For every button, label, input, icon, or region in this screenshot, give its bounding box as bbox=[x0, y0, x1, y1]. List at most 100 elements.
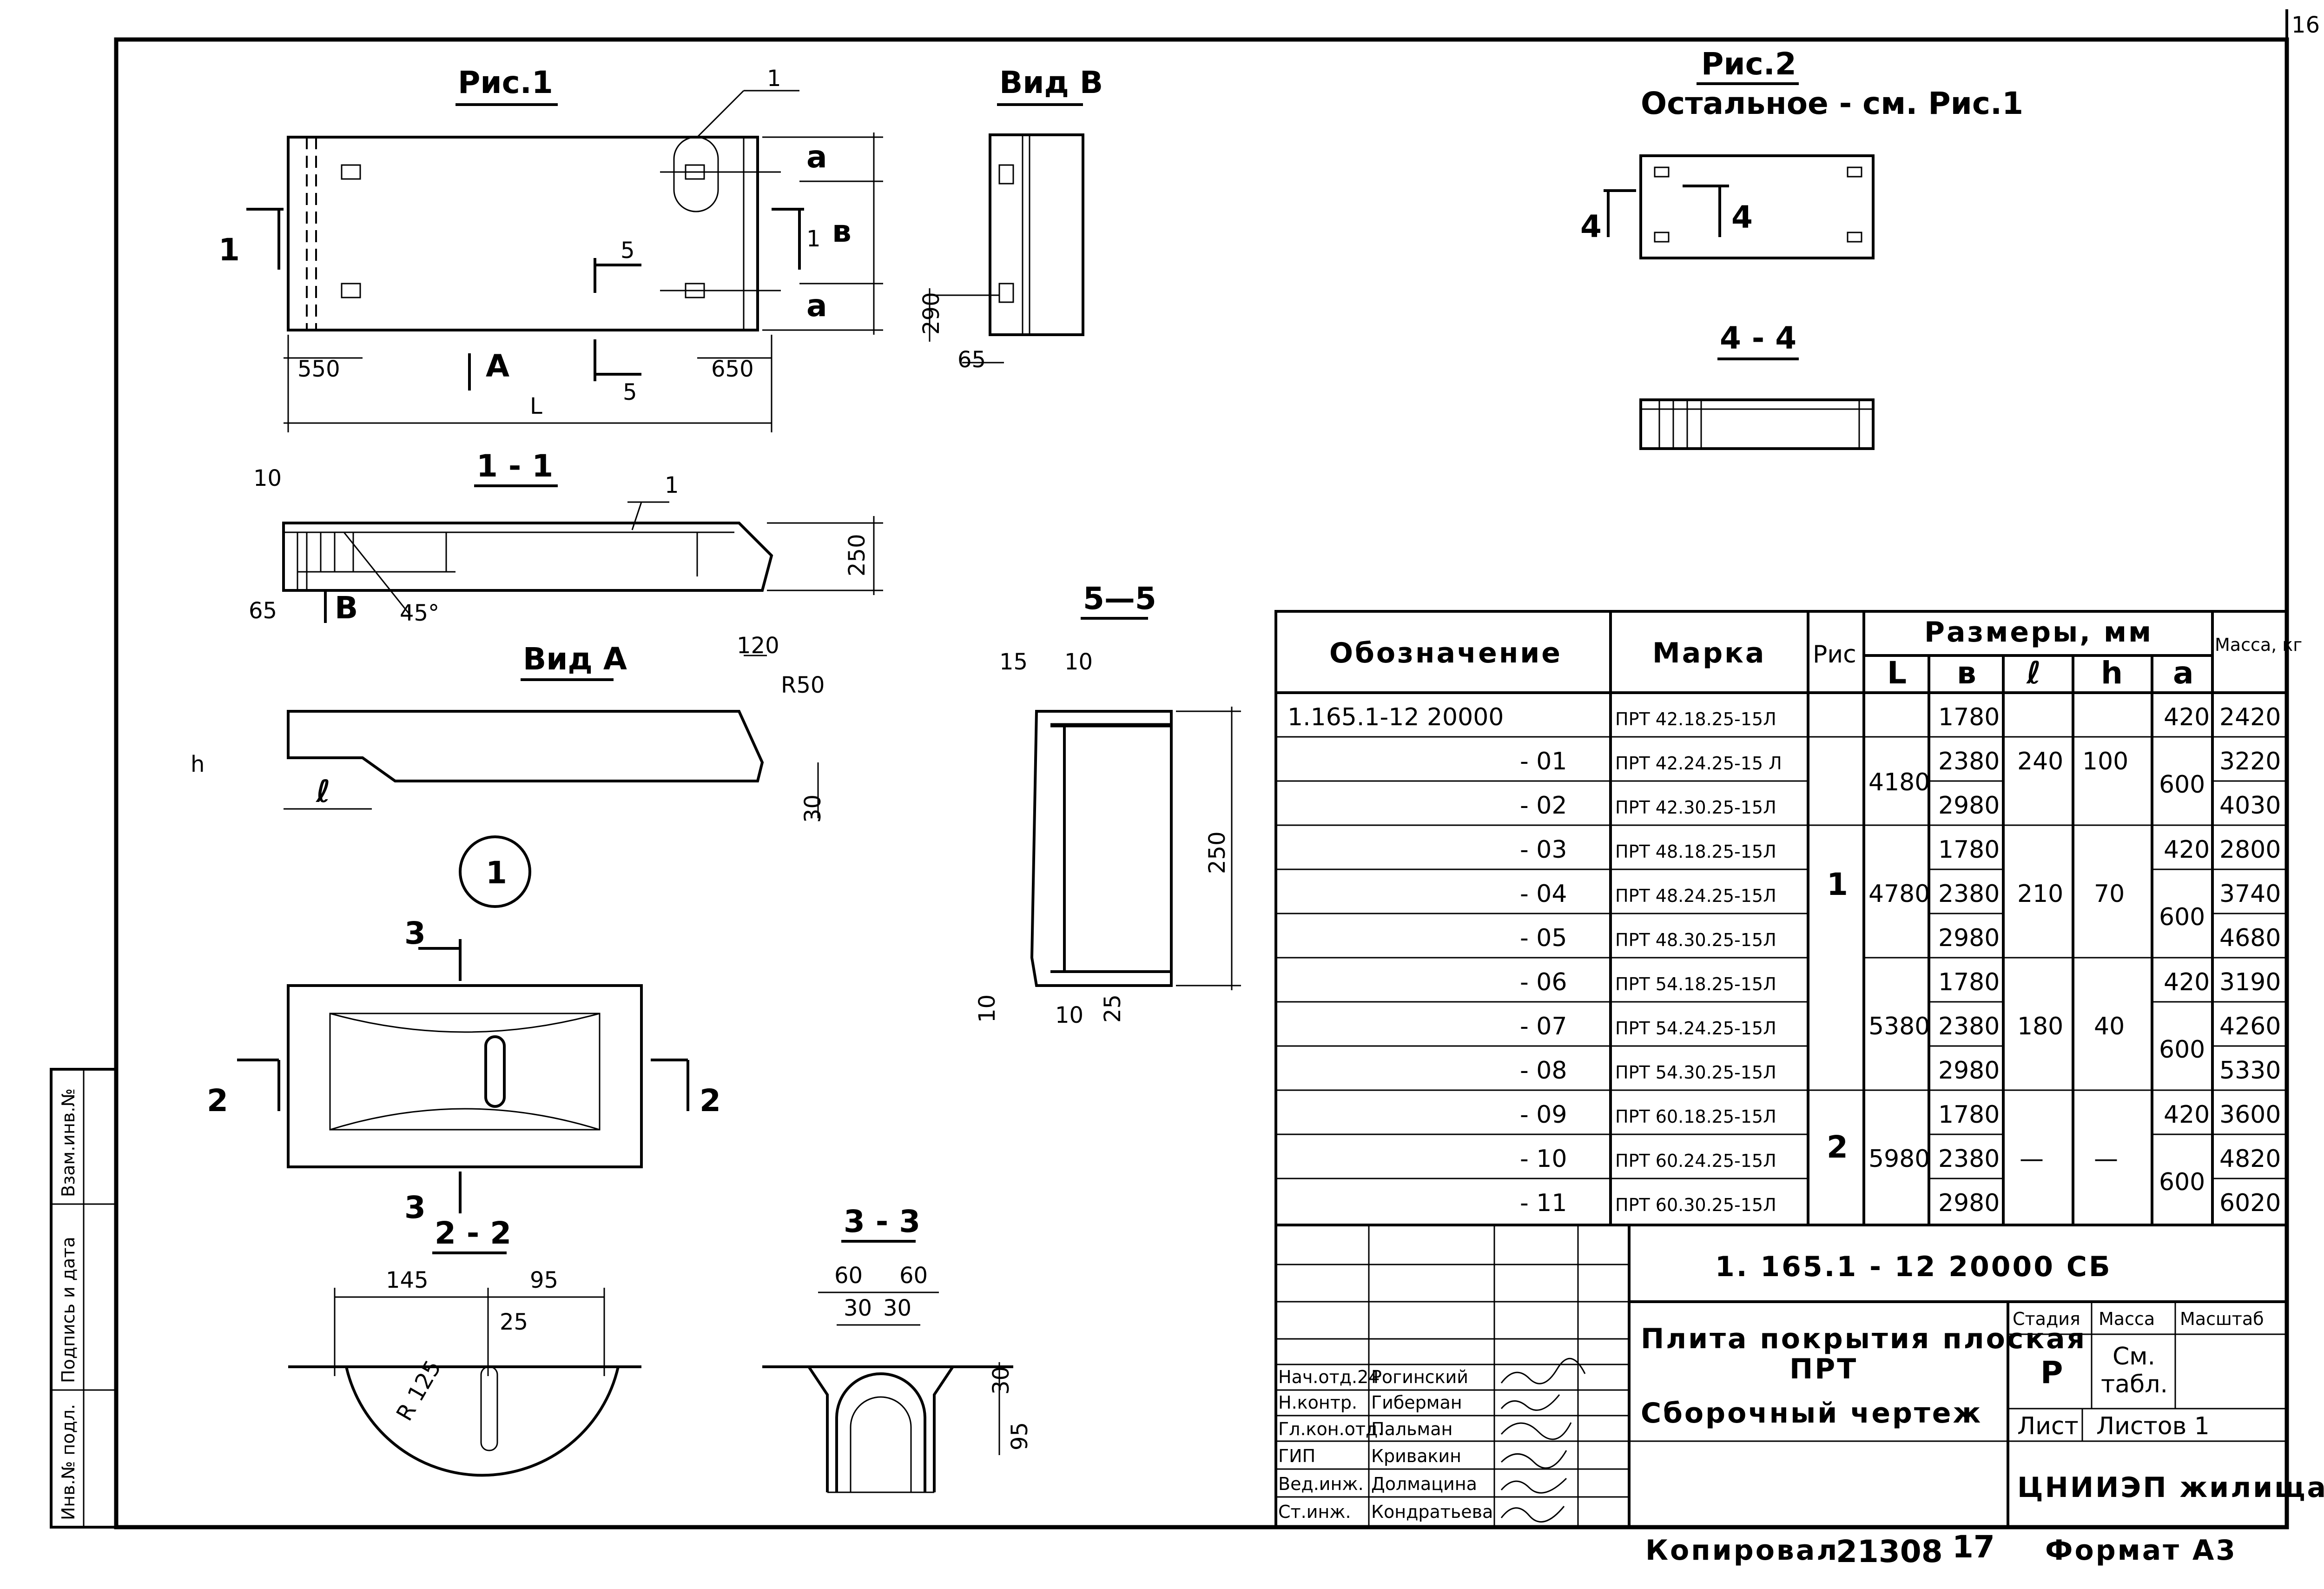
group-0-h: 100 bbox=[2082, 748, 2128, 775]
sec-5-5-title: 5—5 bbox=[1083, 581, 1156, 616]
staff-1-role: Н.контр. bbox=[1278, 1392, 1357, 1413]
callout-1-sec: 1 bbox=[665, 472, 679, 498]
staff-5-name: Кондратьева bbox=[1371, 1502, 1493, 1522]
group-2-h: 40 bbox=[2094, 1013, 2125, 1040]
dim-10-sec11: 10 bbox=[253, 465, 282, 491]
doc-name-line2: ПРТ bbox=[1789, 1353, 1858, 1385]
mass-label: Масса bbox=[2099, 1309, 2155, 1329]
staff-5-role: Ст.инж. bbox=[1278, 1502, 1351, 1522]
fig2-title: Рис.2 bbox=[1701, 46, 1796, 82]
hdr-mass: Масса, кг bbox=[2215, 635, 2302, 655]
scale-label: Масштаб bbox=[2180, 1309, 2264, 1329]
row-6-mass: 3190 bbox=[2219, 968, 2281, 996]
row-7-mass: 4260 bbox=[2219, 1013, 2281, 1040]
row-9-designation: - 09 bbox=[1520, 1101, 1567, 1129]
footer: Копировал 21308 17 Формат А3 bbox=[1645, 1529, 2235, 1569]
cut-1-right: 1 bbox=[806, 226, 821, 252]
row-10-mark: ПРТ 60.24.25-15Л bbox=[1615, 1151, 1776, 1171]
dim-120: 120 bbox=[737, 633, 779, 659]
row-9-a: 420 bbox=[2164, 1101, 2210, 1129]
dim-R50: R50 bbox=[781, 672, 825, 698]
fig1-title: Рис.1 bbox=[458, 65, 553, 100]
footer-copy-no: 21308 bbox=[1836, 1534, 1943, 1569]
row-3-b: 1780 bbox=[1938, 836, 2000, 864]
staff-4-role: Вед.инж. bbox=[1278, 1474, 1364, 1494]
group-2-a600: 600 bbox=[2159, 1036, 2205, 1064]
row-3-designation: - 03 bbox=[1520, 836, 1567, 864]
row-2-mass: 4030 bbox=[2219, 792, 2281, 820]
row-9-b: 1780 bbox=[1938, 1101, 2000, 1129]
dim-30-sec33: 30 bbox=[988, 1366, 1014, 1395]
row-5-mass: 4680 bbox=[2219, 924, 2281, 952]
mass-value-2: табл. bbox=[2101, 1371, 2168, 1398]
staff-0-name: Рогинский bbox=[1371, 1367, 1468, 1387]
sec-4-4-title: 4 - 4 bbox=[1720, 320, 1796, 356]
row-11-mass: 6020 bbox=[2219, 1189, 2281, 1217]
cut-1-left: 1 bbox=[218, 232, 240, 268]
row-9-mass: 3600 bbox=[2219, 1101, 2281, 1129]
row-3-a: 420 bbox=[2164, 836, 2210, 864]
signature-0 bbox=[1500, 1357, 1586, 1384]
dim-250-sec55: 250 bbox=[1204, 831, 1230, 874]
row-10-designation: - 10 bbox=[1520, 1145, 1567, 1173]
row-2-mark: ПРТ 42.30.25-15Л bbox=[1615, 797, 1776, 818]
dim-250-sec11: 250 bbox=[844, 534, 870, 576]
hdr-h: h bbox=[2101, 655, 2123, 691]
section-1-1: 1 - 1 1 10 65 В 45° 250 bbox=[249, 448, 883, 626]
row-3-mass: 2800 bbox=[2219, 836, 2281, 864]
row-8-mass: 5330 bbox=[2219, 1057, 2281, 1085]
mass-value-1: См. bbox=[2113, 1343, 2155, 1371]
signature-5 bbox=[1500, 1506, 1565, 1523]
sec-2-2-title: 2 - 2 bbox=[435, 1215, 511, 1251]
group-3-l: — bbox=[2020, 1145, 2044, 1173]
row-5-designation: - 05 bbox=[1520, 924, 1567, 952]
dim-30-right: 30 bbox=[883, 1295, 911, 1321]
signature-4 bbox=[1500, 1477, 1567, 1494]
view-a-arrow-label: А bbox=[486, 348, 509, 384]
row-5-b: 2980 bbox=[1938, 924, 2000, 952]
fig2: Рис.2 Остальное - см. Рис.1 4 4 bbox=[1580, 46, 2023, 259]
sec-3-3-title: 3 - 3 bbox=[844, 1204, 920, 1239]
staff-2-role: Гл.кон.отд. bbox=[1278, 1419, 1383, 1439]
dim-25-sec22: 25 bbox=[500, 1309, 528, 1335]
section-3-3: 3 - 3 60 60 30 30 30 95 bbox=[762, 1204, 1033, 1493]
dim-b: в bbox=[832, 213, 852, 249]
staff-3-role: ГИП bbox=[1278, 1446, 1315, 1466]
cut-2-left: 2 bbox=[207, 1083, 228, 1119]
row-0-mark: ПРТ 42.18.25-15Л bbox=[1615, 709, 1776, 729]
staff-3-name: Кривакин bbox=[1371, 1446, 1461, 1466]
sheet-frame bbox=[114, 37, 2289, 1529]
hdr-sizes: Размеры, мм bbox=[1924, 616, 2153, 649]
side-stamp: Инв.№ подл. Подпись и дата Взам.инв.№ bbox=[50, 1068, 118, 1529]
row-1-b: 2380 bbox=[1938, 748, 2000, 775]
cut-4-outer: 4 bbox=[1580, 209, 1602, 245]
doc-name-line3: Сборочный чертеж bbox=[1641, 1397, 1982, 1430]
dim-L: L bbox=[530, 393, 542, 419]
group-1-a600: 600 bbox=[2159, 903, 2205, 931]
spec-table: Обозначение Марка Рис Размеры, мм L в ℓ … bbox=[1274, 610, 2302, 1226]
row-11-designation: - 11 bbox=[1520, 1189, 1567, 1217]
group-0-l: 240 bbox=[2017, 748, 2063, 775]
row-2-b: 2980 bbox=[1938, 792, 2000, 820]
dim-30-left: 30 bbox=[844, 1295, 872, 1321]
dim-l-viewa: ℓ bbox=[316, 774, 330, 809]
group-1-l: 210 bbox=[2017, 880, 2063, 908]
dim-a-top: a bbox=[806, 139, 827, 175]
row-7-mark: ПРТ 54.24.25-15Л bbox=[1615, 1018, 1776, 1039]
row-8-mark: ПРТ 54.30.25-15Л bbox=[1615, 1062, 1776, 1083]
view-a-title: Вид А bbox=[523, 641, 627, 677]
row-7-b: 2380 bbox=[1938, 1013, 2000, 1040]
fig1-plan: Рис.1 1 5 5 1 1 А 550 650 bbox=[218, 65, 883, 432]
dim-a-bottom: a bbox=[806, 288, 827, 324]
dim-95-sec33: 95 bbox=[1007, 1422, 1033, 1450]
row-11-b: 2980 bbox=[1938, 1189, 2000, 1217]
row-8-designation: - 08 bbox=[1520, 1057, 1567, 1085]
staff-0-role: Нач.отд.24 bbox=[1278, 1367, 1380, 1387]
row-6-b: 1780 bbox=[1938, 968, 2000, 996]
view-b-arrow-label: В bbox=[335, 590, 358, 626]
staff-2-name: Пальман bbox=[1371, 1419, 1452, 1439]
cut-2-right: 2 bbox=[700, 1083, 721, 1119]
hdr-designation: Обозначение bbox=[1329, 637, 1562, 669]
group-2-l: 180 bbox=[2017, 1013, 2063, 1040]
hdr-a: a bbox=[2173, 655, 2194, 691]
